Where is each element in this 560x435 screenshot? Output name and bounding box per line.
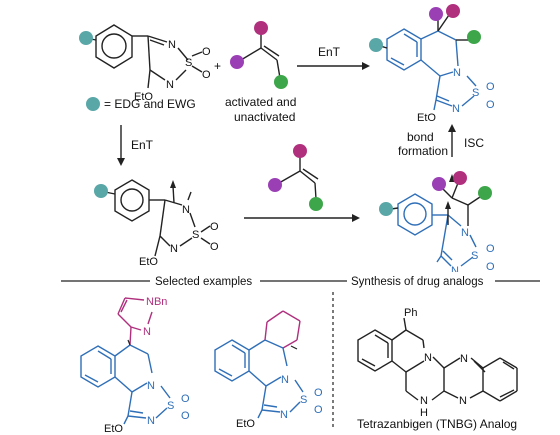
intermediate-dot (94, 184, 108, 198)
tnbg-atom-h: H (420, 407, 428, 419)
bi-atom-o1: O (486, 243, 495, 255)
biradical-dot-purple (432, 177, 446, 191)
pyrazole-ring (117, 297, 153, 346)
selected-examples-header: Selected examples (155, 276, 252, 288)
tnbg-atom-n1: N (424, 352, 432, 364)
ex1-nbn: NBn (146, 296, 167, 308)
ex1-atom-n: N (147, 380, 155, 392)
product-atom-n: N (453, 67, 461, 79)
product-dot-magenta (446, 4, 460, 18)
ent-top-label: EnT (318, 45, 341, 59)
tnbg-atom-n4: N (420, 395, 428, 407)
int-atom-n: N (182, 204, 190, 216)
example-2-molecule (214, 339, 304, 419)
biradical-dot-green (478, 186, 492, 200)
tnbg-molecule (357, 317, 518, 402)
ent-arrow-left-head (117, 158, 125, 166)
ent-left-label: EnT (131, 138, 154, 152)
bi-atom-n: N (461, 227, 469, 239)
bond-formation-1: bond (407, 130, 434, 144)
product-eto: EtO (417, 112, 436, 124)
product-atom-s: S (472, 87, 479, 99)
ex2-atom-n2: N (280, 409, 288, 421)
alkene-dot-magenta (254, 21, 268, 35)
synthesis-header: Synthesis of drug analogs (351, 276, 484, 288)
product-dot-teal (369, 38, 383, 52)
product-atom-o2: O (486, 99, 495, 111)
ex1-n: N (143, 326, 151, 338)
biradical-dot-magenta (453, 171, 467, 185)
atom-o2: O (202, 69, 211, 81)
tnbg-atom-n3: N (459, 395, 467, 407)
alkene-label-1: activated and (225, 95, 296, 109)
atom-s1: S (185, 57, 192, 69)
bi-atom-n2: N (451, 265, 459, 277)
spin-arrow-1 (170, 180, 176, 188)
ex2-atom-o1: O (314, 387, 323, 399)
spin-arrow-2 (445, 201, 451, 209)
alkene-molecule-2 (278, 156, 319, 200)
bi-atom-o2: O (486, 261, 495, 273)
ex2-atom-o2: O (314, 404, 323, 416)
alkene2-dot-green (309, 197, 323, 211)
biradical-intermediate (397, 193, 477, 267)
int-eto: EtO (139, 256, 158, 268)
isc-arrow-head (448, 124, 456, 132)
int-atom-s: S (192, 229, 199, 241)
alkene-dot-purple (230, 55, 244, 69)
product-atom-n2: N (452, 103, 460, 115)
alkene2-dot-purple (268, 178, 282, 192)
cyclopentane-ring (264, 310, 301, 349)
alkene-dot-green (274, 75, 288, 89)
middle-arrow-head (352, 214, 360, 222)
ex1-atom-n2: N (147, 415, 155, 427)
ex1-atom-o2: O (181, 410, 190, 422)
product-dot-green (467, 30, 481, 44)
triplet-intermediate (104, 179, 211, 257)
tnbg-label: Tetrazanbigen (TNBG) Analog (357, 417, 517, 431)
product-atom-o1: O (486, 81, 495, 93)
ex2-atom-s: S (300, 394, 307, 406)
bond-formation-2: formation (398, 144, 448, 158)
alkene2-dot-magenta (293, 144, 307, 158)
alkene-molecule (240, 33, 281, 79)
atom-eto1: EtO (134, 91, 153, 103)
ex1-atom-s: S (167, 400, 174, 412)
ex1-eto: EtO (104, 423, 123, 435)
tnbg-ph: Ph (404, 307, 417, 319)
int-atom-o2: O (210, 241, 219, 253)
example-1-molecule (80, 344, 171, 425)
product-dot-purple (429, 7, 443, 21)
tnbg-atom-n2: N (460, 353, 468, 365)
ent-arrow-top-head (362, 62, 370, 70)
atom-n1: N (168, 39, 176, 51)
ex2-atom-n: N (281, 374, 289, 386)
int-atom-n2: N (170, 243, 178, 255)
legend-dot (86, 97, 100, 111)
legend-text: = EDG and EWG (104, 97, 196, 111)
biradical-dot-teal (379, 202, 393, 216)
atom-n2: N (166, 79, 174, 91)
alkene-label-2: unactivated (234, 110, 295, 124)
substituent-dot (79, 31, 93, 45)
ex2-eto: EtO (236, 418, 255, 430)
plus-sign: + (214, 59, 221, 73)
atom-o1: O (202, 46, 211, 58)
product-molecule (386, 28, 477, 111)
synthesis-header-bg (347, 272, 495, 289)
substrate-molecule (85, 24, 203, 89)
isc-label: ISC (464, 136, 484, 150)
ex1-atom-o1: O (181, 393, 190, 405)
bi-atom-s: S (471, 250, 478, 262)
selected-header-bg (150, 272, 260, 289)
int-atom-o1: O (210, 221, 219, 233)
